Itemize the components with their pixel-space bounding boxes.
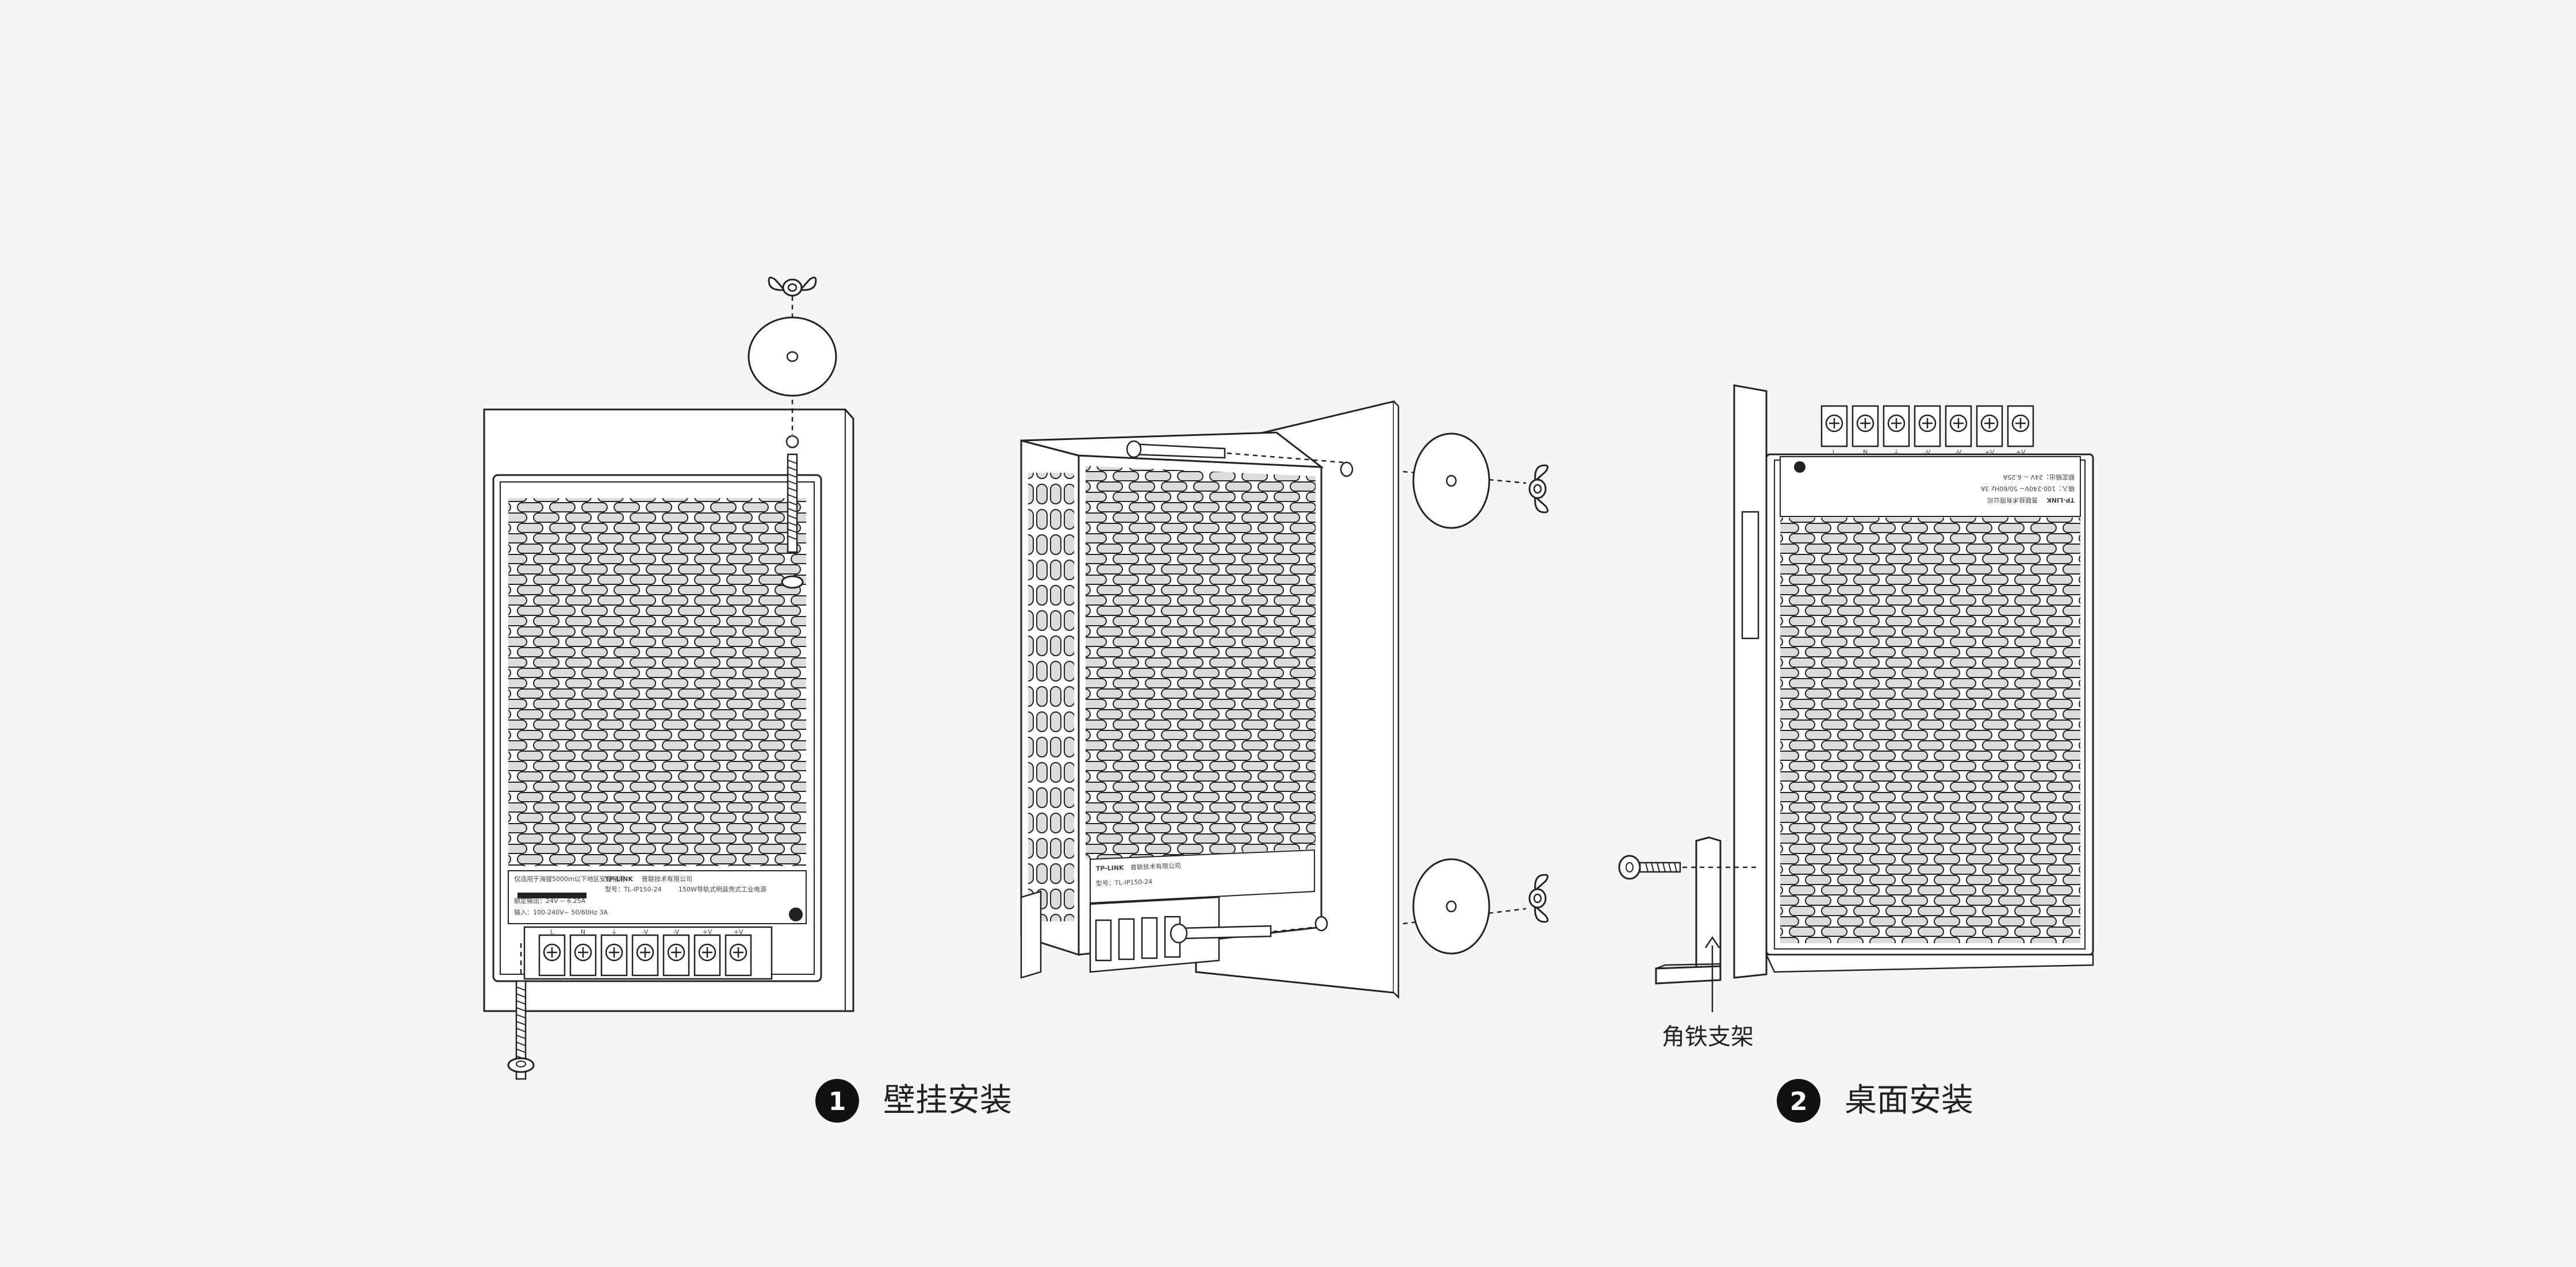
terminal-label: ⏚ <box>611 928 618 936</box>
label-company: 普联技术有限公司 <box>642 875 692 883</box>
label-brand-3: TP-LINK <box>2046 496 2075 504</box>
terminal-screw <box>1851 405 1879 447</box>
step-caption-2: 2 桌面安装 <box>1777 1079 1973 1123</box>
label-output-3: 额定输出：24V ⎓ 6.25A <box>2003 473 2075 481</box>
terminal-screw <box>1883 405 1910 447</box>
terminal-label: +V <box>703 928 712 936</box>
bracket-label: 角铁支架 <box>1662 1024 1754 1050</box>
terminal-label: -V <box>642 928 649 936</box>
step-title-2: 桌面安装 <box>1845 1082 1973 1119</box>
terminal-screw <box>600 934 628 977</box>
step-number-1: 1 <box>829 1087 846 1116</box>
terminal-label: -V <box>1925 449 1931 456</box>
label-output: 额定输出：24V ⎓ 6.25A <box>514 897 586 905</box>
terminal-label: N <box>1863 449 1868 456</box>
terminal-screw <box>1820 405 1848 447</box>
step-number-2: 2 <box>1790 1087 1808 1116</box>
terminal-screw <box>1976 405 2003 447</box>
terminal-label: -V <box>673 928 680 936</box>
terminal-screw <box>662 934 690 977</box>
terminal-label: -V <box>1956 449 1962 456</box>
step-title-1: 壁挂安装 <box>883 1082 1012 1119</box>
terminal-block: L N ⏚ -V -V +V +V <box>523 926 773 980</box>
wall-mount-perspective-view: TP-LINK 普联技术有限公司 型号：TL-IP150-24 <box>1020 400 1549 1000</box>
terminal-label: L <box>550 928 554 936</box>
terminal-screw <box>569 934 597 977</box>
step-number-badge <box>1777 1079 1820 1123</box>
label-company-3: 普联技术有限公司 <box>1987 496 2038 504</box>
wing-nut-icon <box>768 276 817 297</box>
terminal-label: +V <box>1985 449 1995 456</box>
terminal-screw <box>693 934 721 977</box>
terminal-label: +V <box>2016 449 2026 456</box>
step-caption-1: 1 壁挂安装 <box>815 1079 1012 1123</box>
wall-mount-front-view: 仅适用于海拔5000m以下地区安全使用 TP-LINK 普联技术有限公司 型号：… <box>483 276 854 1080</box>
terminal-label: ⏚ <box>1893 449 1900 456</box>
label-model-2: 型号：TL-IP150-24 <box>1096 878 1153 887</box>
label-product: 150W导轨式明装壳式工业电源 <box>678 885 766 893</box>
terminal-screw <box>538 934 566 977</box>
device-label: 仅适用于海拔5000m以下地区安全使用 TP-LINK 普联技术有限公司 型号：… <box>508 870 807 924</box>
terminal-screw <box>631 934 659 977</box>
terminal-screw <box>2007 405 2034 447</box>
desktop-mount-view: TP-LINK 普联技术有限公司 输入：100-240V~ 50/60Hz 3A… <box>1618 384 2094 1050</box>
label-brand: TP-LINK <box>605 875 633 883</box>
step-number-badge <box>815 1079 859 1123</box>
terminal-label: N <box>581 928 585 936</box>
terminal-label: L <box>1833 449 1837 456</box>
label-model: 型号：TL-IP150-24 <box>605 885 661 893</box>
label-input-3: 输入：100-240V~ 50/60Hz 3A <box>1981 485 2075 493</box>
terminal-screw <box>1914 405 1941 447</box>
label-input: 输入：100-240V~ 50/60Hz 3A <box>514 908 608 916</box>
terminal-screw <box>724 934 752 977</box>
terminal-screw <box>1945 405 1972 447</box>
label-brand-2: TP-LINK <box>1096 864 1125 872</box>
label-altitude-note: 仅适用于海拔5000m以下地区安全使用 <box>514 875 625 883</box>
terminal-label: +V <box>734 928 743 936</box>
label-company-2: 普联技术有限公司 <box>1130 862 1181 871</box>
